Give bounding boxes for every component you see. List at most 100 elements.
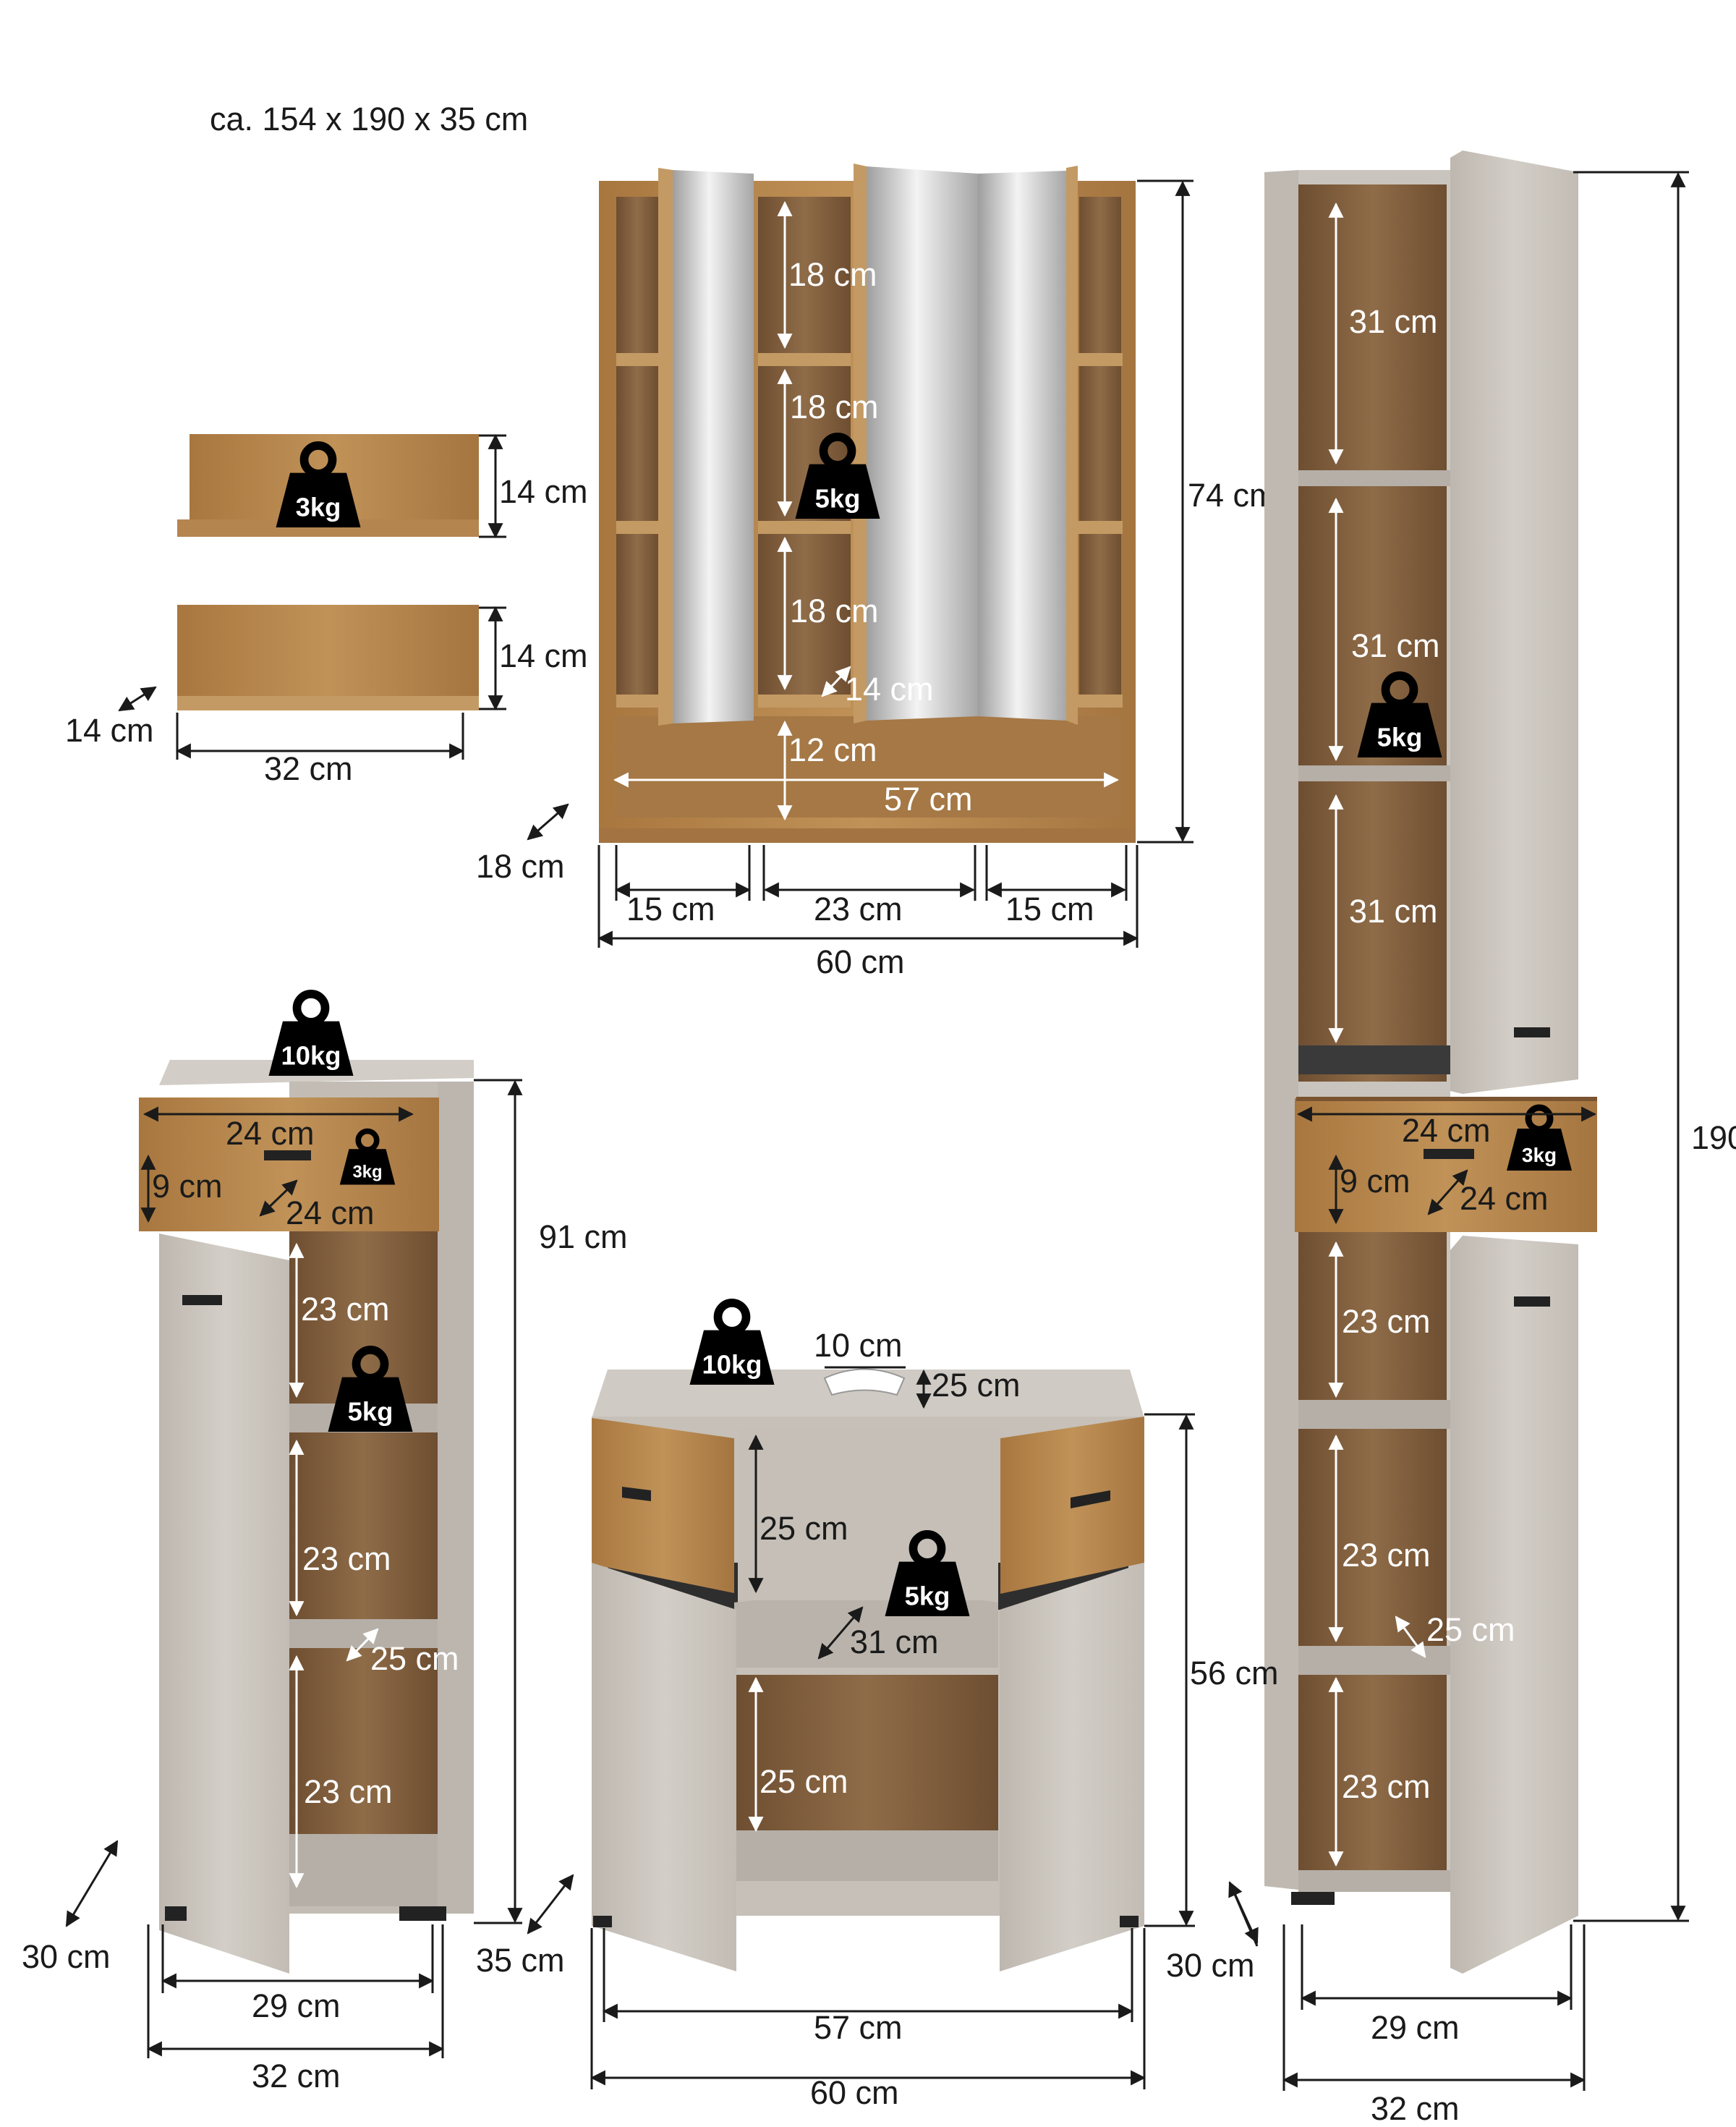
weight-icon: 3kg [340,1132,396,1185]
dim-line [821,666,851,697]
wall-shelf-group: 3kg 14 cm 14 cm 14 cm 32 cm [65,433,588,787]
mirror-width-mid: 23 cm [814,891,903,927]
wall-shelf-depth: 14 cm [65,712,154,749]
tall-lower-interior [1298,1230,1447,1885]
tall-drawer-height: 9 cm [1340,1163,1410,1200]
weight-label: 10kg [702,1349,762,1379]
tall-drawer-depth: 24 cm [1460,1180,1549,1217]
sink-hole-width: 10 cm [814,1327,903,1364]
mirror-compartment-3: 18 cm [790,593,879,629]
left-door-edge [658,168,673,726]
tall-side-panel [1264,170,1298,1890]
right-door-edge [1066,166,1078,725]
mirror-inner-width: 57 cm [884,781,973,818]
sink-hole [823,1368,906,1396]
tall-upper-interior [1298,184,1447,1082]
low-drawer-height: 9 cm [152,1168,223,1205]
sink-hole-depth: 25 cm [932,1367,1021,1404]
sink-right-door [1000,1563,1144,1971]
weight-icon: 3kg [276,446,361,527]
mirror-bottom-height: 12 cm [788,731,877,768]
dim-line [259,1179,298,1217]
left-mirror-door [673,170,754,723]
dim-line [1395,1616,1426,1658]
tall-upper-door [1450,150,1578,1094]
low-height: 91 cm [539,1218,628,1255]
dim-line [65,1840,119,1927]
left-compartment [616,197,658,703]
dim-line [527,803,569,841]
sink-depth: 35 cm [476,1942,565,1979]
low-foot [399,1906,446,1921]
tall-bottom-board [1298,1870,1450,1892]
tall-drawer-width: 24 cm [1402,1112,1491,1149]
low-inner-width: 29 cm [252,1987,341,2024]
weight-icon: 5kg [796,437,880,519]
tall-shelf-height-5: 23 cm [1342,1537,1431,1574]
low-cabinet-group: 10kg 3kg 5kg 24 cm 9 cm 24 cm 23 cm 23 c… [22,994,628,2094]
shelf-board [616,521,660,534]
low-right-panel [438,1082,474,1914]
mirror-width-right: 15 cm [1005,891,1094,927]
dim-line [118,686,157,712]
weight-label: 3kg [352,1162,382,1181]
tall-drawer-handle [1424,1149,1474,1159]
tall-dark-rail [1298,1045,1450,1074]
low-drawer-handle [264,1150,311,1160]
sink-left-handle [622,1487,651,1501]
dim-line [527,1874,574,1935]
shelf-board [758,353,851,366]
center-mirror-door [867,166,978,721]
low-shelf-height-3: 23 cm [304,1773,393,1810]
tall-shelf-depth: 25 cm [1426,1611,1515,1648]
tall-shelf-board [1298,1400,1450,1429]
weight-label: 5kg [905,1581,950,1610]
center-compartment [758,197,851,703]
sink-left-door [592,1563,736,1971]
shelf-board [1078,695,1123,708]
sink-upper-space [738,1429,1004,1601]
tall-shelf-height-4: 23 cm [1342,1303,1431,1340]
dim-line [346,1628,379,1662]
sink-lower-height: 25 cm [760,1763,848,1800]
dim-line [817,1606,864,1660]
low-shelf-depth: 25 cm [370,1640,459,1677]
center-door-edge [854,164,867,723]
sink-left-drawer-front [592,1418,734,1593]
tall-foot [1291,1892,1335,1905]
mirror-width: 60 cm [816,943,905,980]
weight-icon: 5kg [885,1534,970,1616]
weight-icon: 3kg [1507,1108,1572,1171]
mirror-cabinet-base [599,828,1136,843]
low-width: 32 cm [252,2058,341,2094]
sink-height: 56 cm [1190,1655,1279,1691]
sink-lower-interior [734,1675,998,1830]
dim-line [1228,1882,1259,1947]
tall-height: 190 cm [1691,1119,1736,1156]
tall-lower-door [1450,1236,1578,1974]
tall-shelf-board [1298,1646,1450,1675]
tall-lower-door-handle [1514,1296,1550,1307]
low-depth: 30 cm [22,1938,111,1975]
tall-shelf-board [1298,765,1450,781]
tall-depth: 30 cm [1166,1947,1255,1984]
mirror-width-left: 15 cm [626,891,715,927]
sink-inner-width: 57 cm [814,2009,903,2046]
low-shelf-height-2: 23 cm [302,1540,391,1577]
weight-label: 5kg [348,1396,393,1426]
mirror-cabinet-group: 5kg 18 cm 18 cm 18 cm 14 cm 12 cm 57 cm … [476,164,1277,980]
sink-foot [593,1916,612,1927]
shelf-board [758,695,851,708]
weight-label: 5kg [1377,722,1423,752]
sink-width: 60 cm [810,2074,899,2111]
sink-upper-height: 25 cm [760,1510,848,1547]
low-drawer-width: 24 cm [226,1115,315,1152]
shelf-board [1078,521,1123,534]
mirror-compartment-1: 18 cm [788,256,877,293]
mirror-depth: 18 cm [476,848,565,885]
shelf-board [758,521,851,534]
tall-width: 32 cm [1371,2090,1460,2123]
low-door [159,1234,289,1974]
tall-cabinet-group: 5kg 3kg 31 cm 31 cm 31 cm 24 cm 9 cm 24 … [1166,150,1736,2127]
